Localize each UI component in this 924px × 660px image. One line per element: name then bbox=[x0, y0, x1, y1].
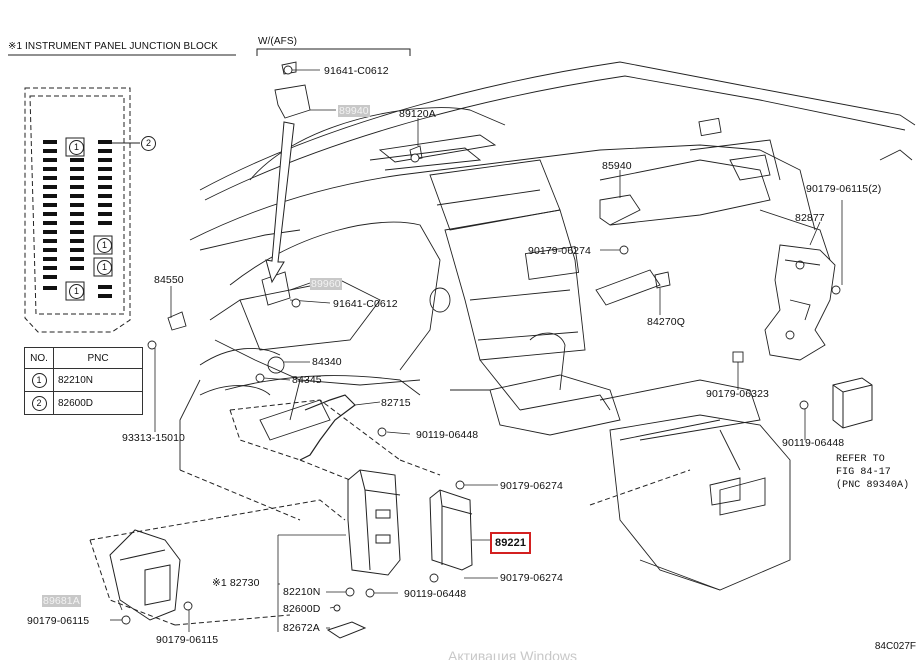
refer-line-2[interactable]: FIG 84-17 bbox=[836, 467, 891, 478]
part-90179-06115-b[interactable]: 90179-06115 bbox=[156, 634, 219, 646]
refer-line-1: REFER TO bbox=[836, 454, 885, 465]
fasteners bbox=[121, 65, 841, 625]
junction-block-82730-drawing bbox=[347, 469, 401, 576]
part-82730[interactable]: ※1 82730 bbox=[212, 577, 260, 589]
ecu-89221-drawing bbox=[429, 489, 473, 571]
part-90179-06115-a[interactable]: 90179-06115 bbox=[27, 615, 90, 627]
activation-watermark: Активация Windows bbox=[448, 648, 578, 660]
variant-label-afs: W/(AFS) bbox=[258, 36, 298, 47]
part-82672a[interactable]: 82672A bbox=[283, 622, 320, 634]
junction-block-drawing bbox=[24, 87, 140, 333]
table-cell-no: 1 bbox=[24, 368, 54, 392]
direction-arrows bbox=[265, 121, 295, 284]
part-90179-06274-c[interactable]: 90179-06274 bbox=[500, 572, 563, 584]
figure-code: 84C027F bbox=[874, 641, 916, 652]
cover-82672a-drawing bbox=[326, 621, 367, 639]
refer-line-3: (PNC 89340A) bbox=[836, 480, 910, 491]
part-90179-06115-2[interactable]: 90179-06115(2) bbox=[806, 183, 882, 195]
part-89940[interactable]: 89940 bbox=[338, 105, 370, 117]
part-84550[interactable]: 84550 bbox=[154, 274, 184, 286]
pnc-table: NO. PNC 1 82210N 2 82600D bbox=[24, 347, 143, 415]
part-90119-06448-b[interactable]: 90119-06448 bbox=[782, 437, 845, 449]
table-cell-no: 2 bbox=[24, 391, 54, 415]
leader-lines bbox=[110, 69, 843, 632]
part-82715[interactable]: 82715 bbox=[381, 397, 411, 409]
variant-bracket bbox=[256, 48, 411, 56]
part-90179-06274-a[interactable]: 90179-06274 bbox=[528, 245, 591, 257]
part-90119-06448-c[interactable]: 90119-06448 bbox=[404, 588, 467, 600]
table-header-pnc: PNC bbox=[53, 347, 143, 369]
part-90119-06448-a[interactable]: 90119-06448 bbox=[416, 429, 479, 441]
part-90179-06274-b[interactable]: 90179-06274 bbox=[500, 480, 563, 492]
table-cell-pnc[interactable]: 82600D bbox=[53, 391, 143, 415]
callout-2: 2 bbox=[141, 136, 156, 151]
part-84345[interactable]: 84345 bbox=[292, 374, 322, 386]
dashed-group-outlines bbox=[89, 399, 691, 626]
part-93313-15010[interactable]: 93313-15010 bbox=[122, 432, 185, 444]
part-85940[interactable]: 85940 bbox=[602, 160, 632, 172]
instrument-panel-outline bbox=[179, 61, 916, 591]
part-89960[interactable]: 89960 bbox=[310, 278, 342, 290]
part-84340[interactable]: 84340 bbox=[312, 356, 342, 368]
fuse-callout-1a: 1 bbox=[69, 140, 84, 155]
part-90179-06323[interactable]: 90179-06323 bbox=[706, 388, 769, 400]
junction-block-title: ※1 INSTRUMENT PANEL JUNCTION BLOCK bbox=[8, 41, 218, 52]
table-header-no: NO. bbox=[24, 347, 54, 369]
module-89340a-drawing bbox=[832, 377, 873, 429]
part-91641-c0612-mid[interactable]: 91641-C0612 bbox=[333, 298, 398, 310]
fuse-callout-1b: 1 bbox=[97, 238, 112, 253]
part-91641-c0612-top[interactable]: 91641-C0612 bbox=[324, 65, 389, 77]
table-cell-pnc[interactable]: 82210N bbox=[53, 368, 143, 392]
part-89221-highlighted[interactable]: 89221 bbox=[490, 532, 532, 554]
fuse-callout-1c: 1 bbox=[97, 260, 112, 275]
bracket-82715-drawing bbox=[299, 394, 356, 461]
part-84270q[interactable]: 84270Q bbox=[647, 316, 685, 328]
part-82210n[interactable]: 82210N bbox=[283, 586, 321, 598]
pnc-table-header: NO. PNC bbox=[24, 347, 143, 369]
table-row: 2 82600D bbox=[24, 391, 143, 415]
fuse-callout-1d: 1 bbox=[69, 284, 84, 299]
table-row: 1 82210N bbox=[24, 368, 143, 392]
part-89120a[interactable]: 89120A bbox=[399, 108, 436, 120]
part-82600d[interactable]: 82600D bbox=[283, 603, 321, 615]
part-82877[interactable]: 82877 bbox=[795, 212, 825, 224]
bracket-82877-drawing bbox=[764, 244, 836, 361]
part-89681a[interactable]: 89681A bbox=[42, 595, 81, 607]
